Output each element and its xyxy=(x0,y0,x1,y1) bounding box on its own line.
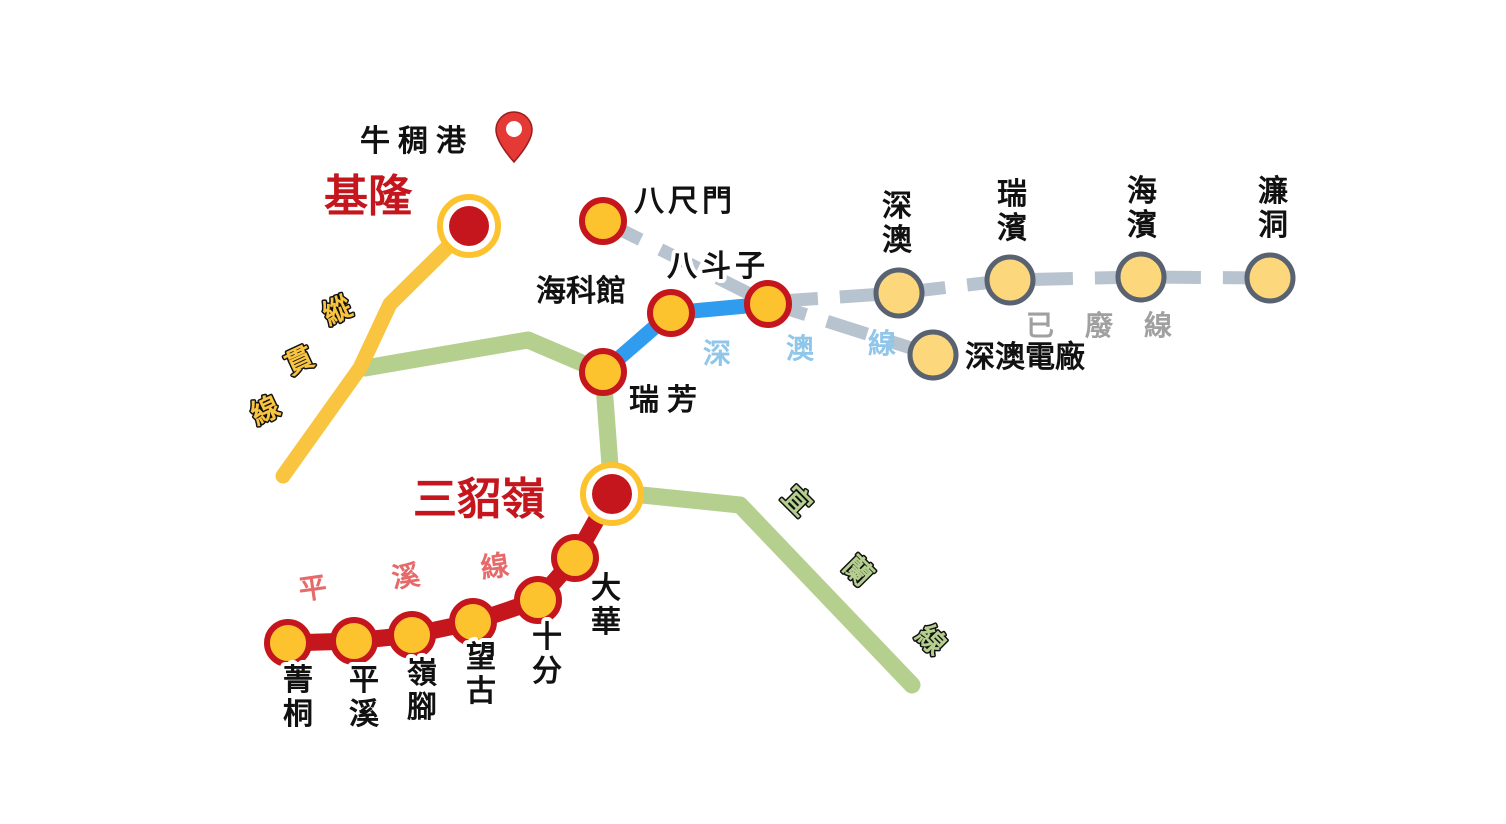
zongguan-line-route xyxy=(275,218,477,484)
station-label-liandong: 濂洞 xyxy=(1258,174,1289,243)
station-lingjiao[interactable] xyxy=(388,611,436,659)
line-label-char: 線 xyxy=(868,327,896,360)
station-wanggu[interactable] xyxy=(449,598,497,646)
station-label-lingjiao: 嶺腳 xyxy=(407,656,437,725)
station-haikeguan[interactable] xyxy=(647,289,695,337)
line-label-char: 平 xyxy=(297,570,329,607)
station-ruifang[interactable] xyxy=(579,348,627,396)
line-label-shenao: 深澳線 xyxy=(703,327,896,370)
line-label-char: 線 xyxy=(909,618,952,661)
station-label-badouzi: 八斗子 xyxy=(667,249,769,284)
hub-label-keelung: 基隆 xyxy=(324,171,413,222)
line-label-char: 線 xyxy=(1144,309,1172,342)
station-label-pingxi: 平溪 xyxy=(349,663,380,732)
station-bachimen[interactable] xyxy=(579,197,627,245)
station-shifen[interactable] xyxy=(514,576,562,624)
line-label-pingxi: 平溪線 xyxy=(297,548,511,607)
station-shenao[interactable] xyxy=(873,267,925,319)
yilan-line-route xyxy=(356,331,921,694)
station-badouzi[interactable] xyxy=(744,280,792,328)
line-label-char: 澳 xyxy=(786,332,815,365)
port-label: 牛稠港 xyxy=(360,124,474,159)
station-label-jingtong: 菁桐 xyxy=(283,663,313,732)
line-label-abandoned: 已廢線 xyxy=(1026,309,1172,342)
line-label-char: 線 xyxy=(479,548,511,585)
station-label-wanggu: 望古 xyxy=(466,640,496,709)
line-label-char: 深 xyxy=(703,337,731,370)
line-label-char: 蘭 xyxy=(836,549,879,592)
line-label-zongguan: 縱貫線 xyxy=(244,288,358,433)
hub-sandiaoling-core xyxy=(592,474,632,514)
station-shenao-power[interactable] xyxy=(907,329,959,381)
station-pingxi[interactable] xyxy=(330,617,378,665)
station-label-haibin: 海濱 xyxy=(1127,174,1157,243)
station-label-haikeguan: 海科館 xyxy=(536,274,626,309)
station-label-ruifang: 瑞芳 xyxy=(629,383,705,418)
line-label-char: 已 xyxy=(1026,309,1054,342)
line-label-char: 宜 xyxy=(775,479,818,522)
map-pin-icon xyxy=(495,111,533,164)
station-liandong[interactable] xyxy=(1244,252,1296,304)
line-label-char: 線 xyxy=(246,390,285,432)
station-label-shenao: 深澳 xyxy=(882,189,913,258)
abandoned-branch-route xyxy=(764,295,935,362)
line-label-char: 貫 xyxy=(280,340,319,382)
station-jingtong[interactable] xyxy=(264,619,312,667)
line-label-char: 廢 xyxy=(1085,309,1114,342)
hub-keelung-core xyxy=(449,206,489,246)
station-markers xyxy=(264,194,1296,667)
line-label-char: 縱 xyxy=(318,290,357,332)
line-label-char: 溪 xyxy=(390,558,423,595)
hub-label-sandiaoling: 三貂嶺 xyxy=(413,474,545,525)
station-dahua[interactable] xyxy=(551,534,599,582)
station-label-bachimen: 八尺門 xyxy=(634,184,736,219)
station-label-shifen: 十分 xyxy=(532,620,562,689)
station-ruibin[interactable] xyxy=(984,254,1036,306)
station-label-shenao-power: 深澳電廠 xyxy=(965,340,1085,375)
station-haibin[interactable] xyxy=(1115,251,1167,303)
station-label-dahua: 大華 xyxy=(591,571,621,640)
station-label-ruibin: 瑞濱 xyxy=(997,177,1027,246)
